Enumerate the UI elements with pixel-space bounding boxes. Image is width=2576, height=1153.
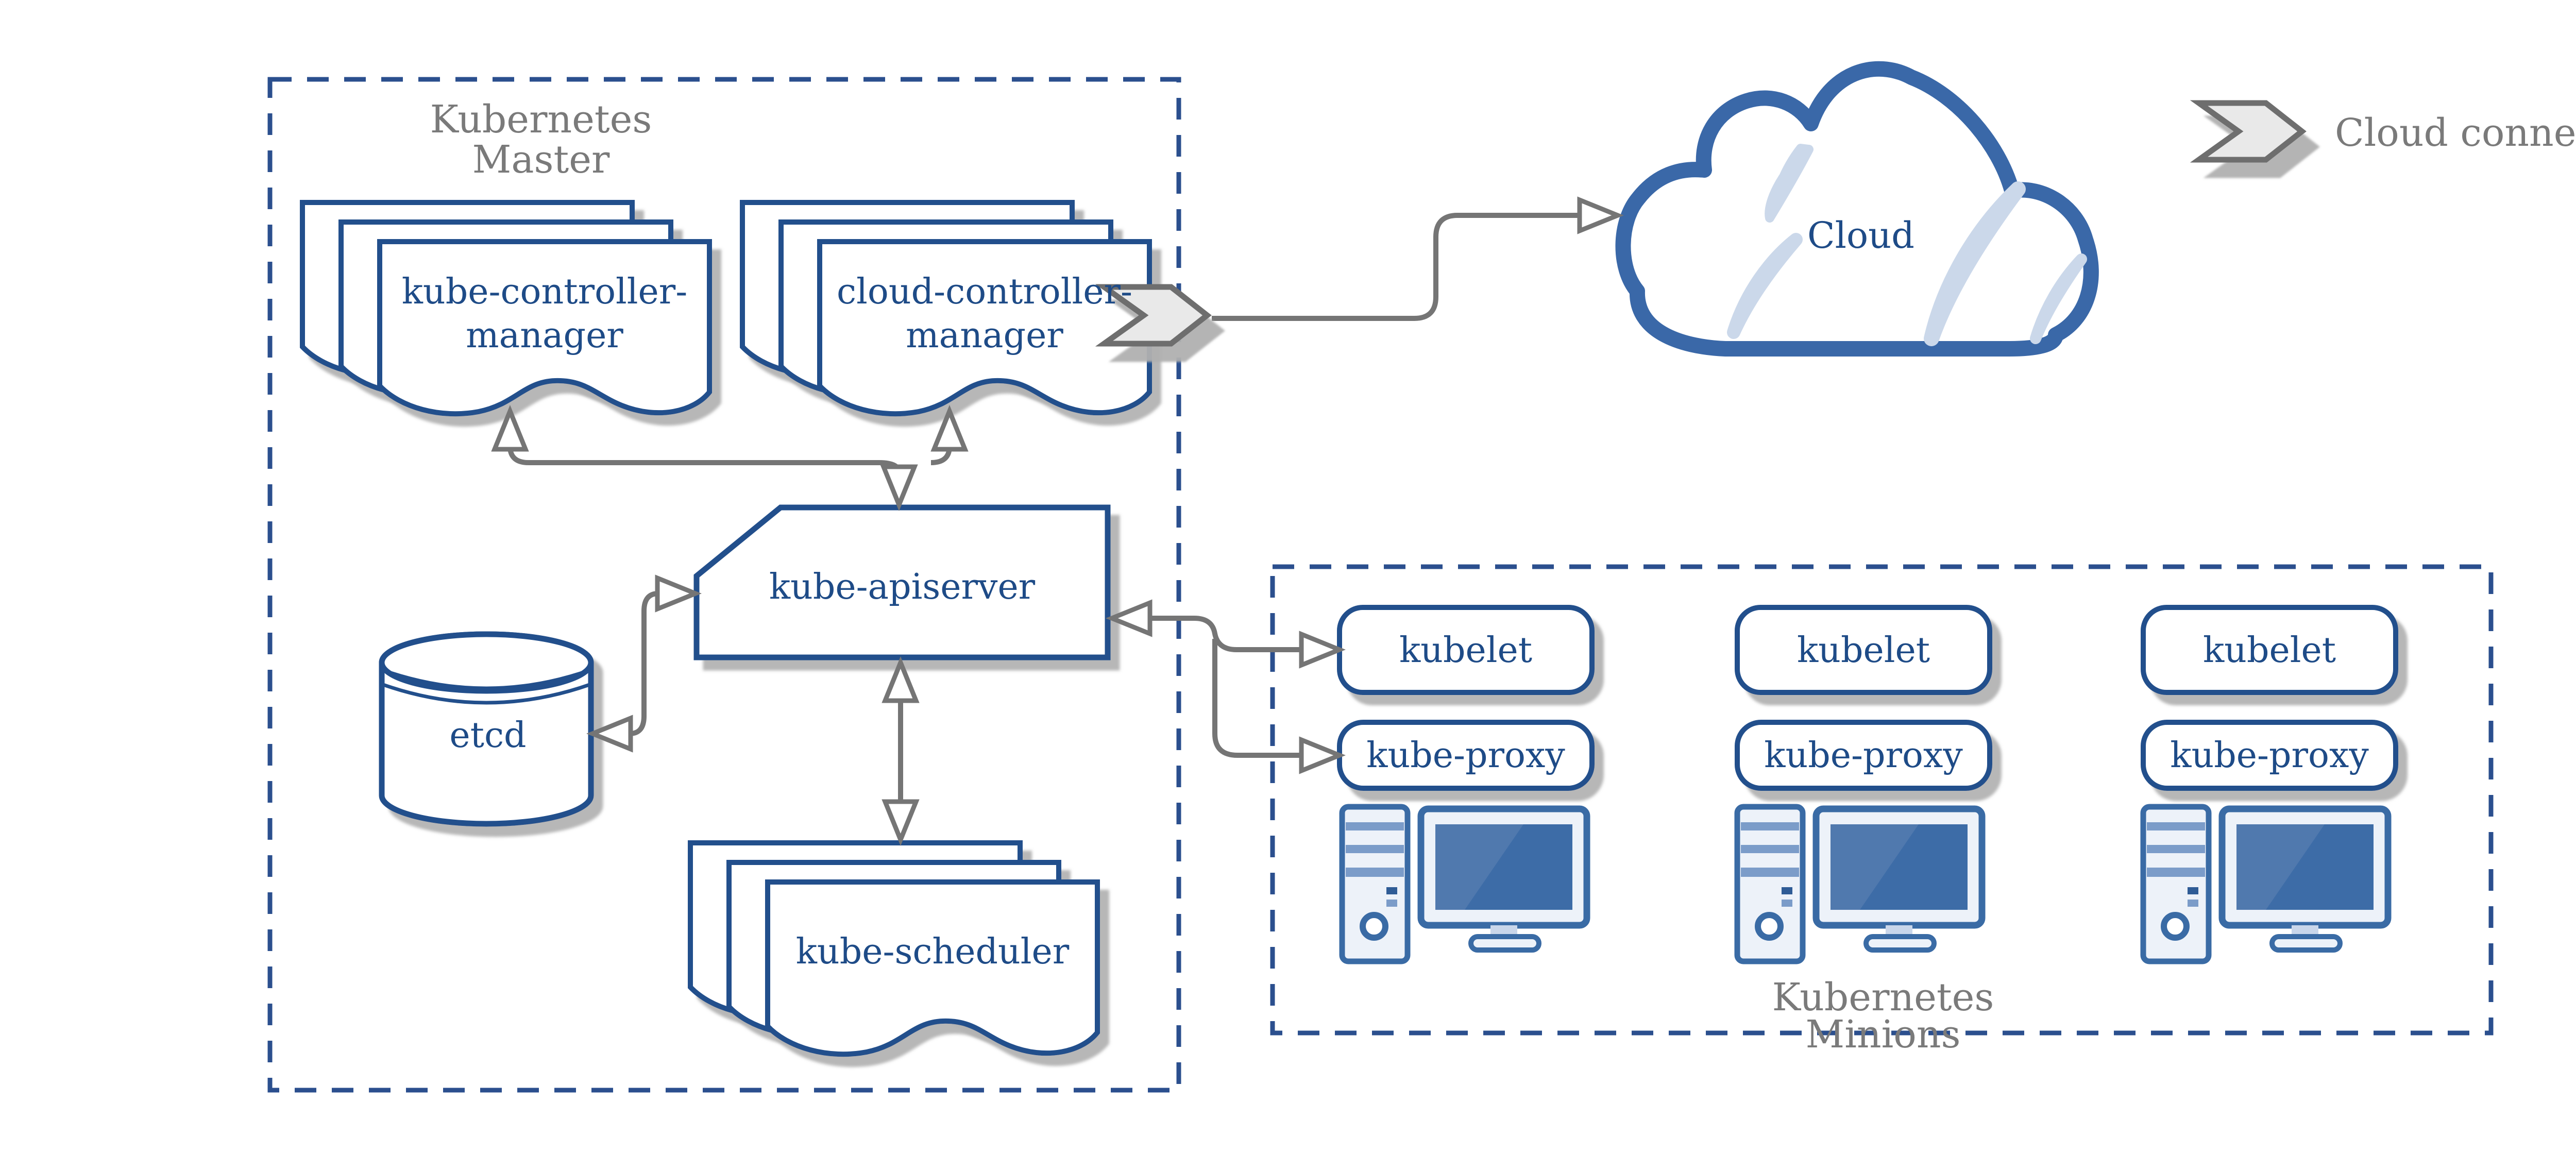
kubelet-label-1: kubelet: [1399, 630, 1533, 671]
kubelet-box: [2141, 605, 2398, 695]
cloud-controller-manager-label-line1: cloud-controller-: [837, 272, 1132, 312]
arrow-apiserver-to-controllers: [491, 405, 969, 511]
kubelet-label-2: kubelet: [1797, 630, 1930, 671]
legend-label: Cloud connector: [2335, 111, 2576, 155]
kube-proxy-label-2: kube-proxy: [1764, 735, 1963, 776]
arrow-apiserver-scheduler: [882, 656, 920, 846]
master-label-line1: Kubernetes: [430, 97, 652, 142]
arrow-cloud-connector-to-cloud: [1212, 196, 1624, 321]
etcd-label: etcd: [449, 715, 527, 756]
kube-proxy-label-1: kube-proxy: [1366, 735, 1565, 776]
cloud-label: Cloud: [1807, 214, 1914, 257]
minion-node-3: [2141, 605, 2398, 961]
kube-proxy-label-3: kube-proxy: [2170, 735, 2369, 776]
master-label-line2: Master: [472, 138, 610, 182]
minions-label-line1: Kubernetes: [1772, 975, 1994, 1020]
cloud-shape: [1615, 61, 2099, 357]
kube-controller-manager-label-line2: manager: [466, 315, 623, 356]
etcd-shape: [379, 631, 594, 827]
kubelet-label-3: kubelet: [2202, 630, 2336, 671]
cloud-slash-icon: [1727, 233, 1803, 339]
cloud-slash-icon: [2030, 253, 2087, 344]
arrow-etcd-apiserver: [586, 574, 702, 753]
computer-icon: [1737, 807, 1982, 961]
cloud-slash-icon: [1765, 144, 1814, 223]
arrow-apiserver-kubelet: [1106, 599, 1346, 774]
cloud-slash-icon: [1924, 181, 2026, 346]
kube-controller-manager-label-line1: kube-controller-: [401, 272, 688, 312]
minions-label-line2: Minions: [1805, 1012, 1961, 1057]
minion-node-2: [1735, 605, 1992, 961]
kubelet-box: [1735, 605, 1992, 695]
computer-icon: [1342, 807, 1587, 961]
kube-scheduler-label: kube-scheduler: [795, 931, 1070, 972]
kube-apiserver-shape: [693, 504, 1111, 660]
kube-proxy-box: [2141, 720, 2398, 791]
cloud-controller-manager-label-line2: manager: [906, 315, 1063, 356]
kube-apiserver-label: kube-apiserver: [769, 567, 1036, 607]
master-boundary-box: [267, 77, 1181, 1093]
minion-node-1: [1337, 605, 1595, 961]
computer-icon: [2143, 807, 2388, 961]
kube-proxy-box: [1735, 720, 1992, 791]
legend-cloud-connector-icon: [2199, 103, 2302, 160]
minions-boundary-box: [1270, 564, 2494, 1036]
